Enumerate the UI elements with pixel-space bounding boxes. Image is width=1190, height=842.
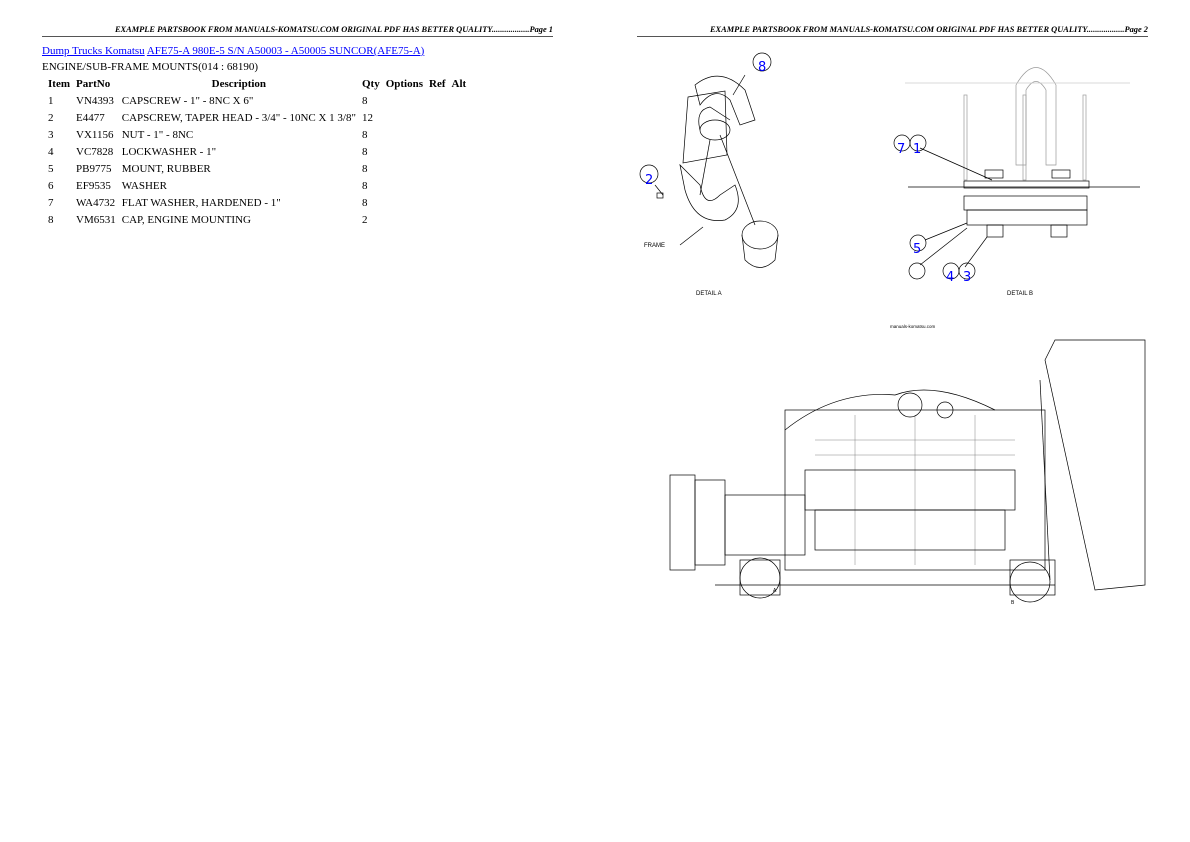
callout-7: 7 [897, 142, 905, 157]
options-cell [383, 144, 426, 161]
ref-cell [426, 212, 449, 229]
section-title: ENGINE/SUB-FRAME MOUNTS(014 : 68190) [42, 61, 259, 73]
ref-cell [426, 195, 449, 212]
item-cell: 3 [48, 129, 54, 141]
qty-cell: 8 [361, 180, 368, 192]
table-header-row: Item PartNo Description Qty Options Ref Alt [45, 76, 469, 93]
description-cell: FLAT WASHER, HARDENED - 1" [121, 197, 281, 209]
detail-a-drawing: 8 2 FRAME DETAIL A [639, 52, 779, 297]
detail-a-label: DETAIL A [696, 291, 722, 297]
callout-8: 8 [758, 60, 766, 75]
options-cell [383, 178, 426, 195]
qty-cell: 12 [361, 112, 373, 124]
page2-header: EXAMPLE PARTSBOOK FROM MANUALS-KOMATSU.C… [637, 25, 1148, 37]
table-row: 4 VC7828 LOCKWASHER - 1" 8 [45, 144, 469, 161]
options-cell [383, 212, 426, 229]
qty-cell: 8 [361, 146, 368, 158]
ref-cell [426, 144, 449, 161]
view-a-marker: A [773, 588, 777, 594]
frame-label: FRAME [644, 243, 665, 249]
options-cell [383, 161, 426, 178]
column-header-description: Description [211, 78, 267, 90]
alt-cell [449, 161, 470, 178]
partno-cell: VM6531 [76, 214, 116, 226]
options-cell [383, 110, 426, 127]
view-b-marker: B [1011, 600, 1015, 606]
column-header-ref: Ref [429, 78, 446, 90]
table-row: 7 WA4732 FLAT WASHER, HARDENED - 1" 8 [45, 195, 469, 212]
alt-cell [449, 110, 470, 127]
partno-cell: WA4732 [76, 197, 116, 209]
callout-4: 4 [946, 270, 954, 285]
breadcrumb-link-category[interactable]: Dump Trucks Komatsu [42, 45, 145, 57]
table-row: 1 VN4393 CAPSCREW - 1" - 8NC X 6" 8 [45, 93, 469, 110]
engine-assembly-drawing: manuals-komatsu.com A B [669, 324, 1146, 606]
item-cell: 1 [48, 95, 54, 107]
callout-1: 1 [913, 142, 921, 157]
description-cell: NUT - 1" - 8NC [121, 129, 194, 141]
alt-cell [449, 127, 470, 144]
item-cell: 5 [48, 163, 54, 175]
description-cell: CAPSCREW, TAPER HEAD - 3/4" - 10NC X 1 3… [121, 112, 356, 124]
item-cell: 6 [48, 180, 54, 192]
column-header-alt: Alt [451, 78, 467, 90]
table-row: 5 PB9775 MOUNT, RUBBER 8 [45, 161, 469, 178]
table-row: 3 VX1156 NUT - 1" - 8NC 8 [45, 127, 469, 144]
column-header-options: Options [385, 78, 423, 90]
callout-5: 5 [913, 242, 921, 257]
description-cell: WASHER [121, 180, 167, 192]
column-header-item: Item [48, 78, 70, 90]
ref-cell [426, 178, 449, 195]
alt-cell [449, 178, 470, 195]
item-cell: 8 [48, 214, 54, 226]
callout-2: 2 [645, 173, 653, 188]
description-cell: CAPSCREW - 1" - 8NC X 6" [121, 95, 254, 107]
breadcrumb: Dump Trucks Komatsu AFE75-A 980E-5 S/N A… [42, 45, 424, 57]
qty-cell: 2 [361, 214, 368, 226]
callout-3: 3 [963, 270, 971, 285]
alt-cell [449, 93, 470, 110]
ref-cell [426, 110, 449, 127]
ref-cell [426, 127, 449, 144]
partno-cell: PB9775 [76, 163, 112, 175]
ref-cell [426, 161, 449, 178]
qty-cell: 8 [361, 163, 368, 175]
item-cell: 7 [48, 197, 54, 209]
description-cell: CAP, ENGINE MOUNTING [121, 214, 251, 226]
page1-header: EXAMPLE PARTSBOOK FROM MANUALS-KOMATSU.C… [42, 25, 553, 37]
options-cell [383, 93, 426, 110]
options-cell [383, 127, 426, 144]
column-header-qty: Qty [361, 78, 380, 90]
detail-b-drawing: 7 1 5 4 3 DETAIL B [893, 67, 1140, 297]
breadcrumb-link-model[interactable]: AFE75-A 980E-5 S/N A50003 - A50005 SUNCO… [146, 45, 425, 57]
qty-cell: 8 [361, 129, 368, 141]
table-row: 6 EF9535 WASHER 8 [45, 178, 469, 195]
qty-cell: 8 [361, 197, 368, 209]
table-row: 2 E4477 CAPSCREW, TAPER HEAD - 3/4" - 10NC… [45, 110, 469, 127]
alt-cell [449, 144, 470, 161]
partno-cell: E4477 [76, 112, 105, 124]
partno-cell: VX1156 [76, 129, 114, 141]
partno-cell: VN4393 [76, 95, 114, 107]
item-cell: 2 [48, 112, 54, 124]
detail-b-label: DETAIL B [1007, 291, 1033, 297]
description-cell: LOCKWASHER - 1" [121, 146, 217, 158]
partno-cell: EF9535 [76, 180, 111, 192]
ref-cell [426, 93, 449, 110]
partno-cell: VC7828 [76, 146, 114, 158]
alt-cell [449, 212, 470, 229]
column-header-partno: PartNo [76, 78, 111, 90]
options-cell [383, 195, 426, 212]
description-cell: MOUNT, RUBBER [121, 163, 211, 175]
table-row: 8 VM6531 CAP, ENGINE MOUNTING 2 [45, 212, 469, 229]
item-cell: 4 [48, 146, 54, 158]
watermark: manuals-komatsu.com [890, 324, 936, 329]
alt-cell [449, 195, 470, 212]
qty-cell: 8 [361, 95, 368, 107]
